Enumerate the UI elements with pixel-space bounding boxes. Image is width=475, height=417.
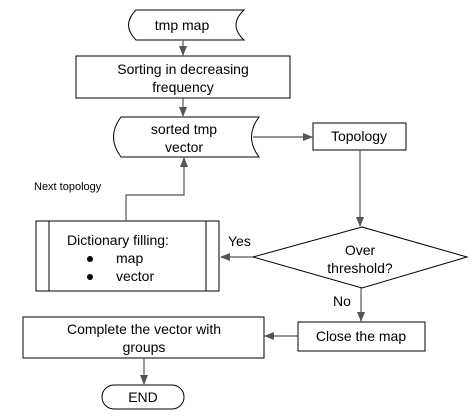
sorting-node: Sorting in decreasing frequency [75, 55, 291, 99]
tmp-map-label: tmp map [155, 17, 210, 33]
decision-node: Over threshold? [251, 226, 469, 289]
arrow-dictionary-to-sorted [125, 157, 188, 221]
edge-label-next-topology: Next topology [34, 181, 102, 193]
sorted-vector-label-line1: sorted tmp [151, 121, 217, 137]
complete-vector-node: Complete the vector with groups [22, 316, 265, 359]
topology-label: Topology [331, 128, 387, 144]
close-map-node: Close the map [297, 321, 426, 352]
sorting-label-line1: Sorting in decreasing [117, 61, 249, 77]
complete-vector-label-line2: groups [123, 339, 166, 355]
sorted-vector-node: sorted tmp vector [113, 116, 260, 158]
dictionary-bullet-2 [87, 274, 93, 280]
edge-label-yes: Yes [228, 233, 251, 249]
edge-label-no: No [333, 293, 351, 309]
topology-node: Topology [312, 122, 407, 151]
decision-label-line1: Over [345, 242, 376, 258]
decision-label-line2: threshold? [327, 260, 393, 276]
sorting-label-line2: frequency [152, 79, 213, 95]
tmp-map-node: tmp map [128, 9, 246, 41]
dictionary-node: Dictionary filling: map vector [35, 220, 220, 292]
dictionary-item-map: map [116, 250, 143, 266]
end-node: END [101, 384, 185, 410]
sorted-vector-label-line2: vector [165, 139, 203, 155]
complete-vector-label-line1: Complete the vector with [67, 321, 221, 337]
dictionary-bullet-1 [87, 256, 93, 262]
dictionary-item-vector: vector [116, 268, 154, 284]
close-map-label: Close the map [316, 328, 406, 344]
dictionary-title: Dictionary filling: [67, 232, 169, 248]
end-label: END [128, 389, 158, 405]
